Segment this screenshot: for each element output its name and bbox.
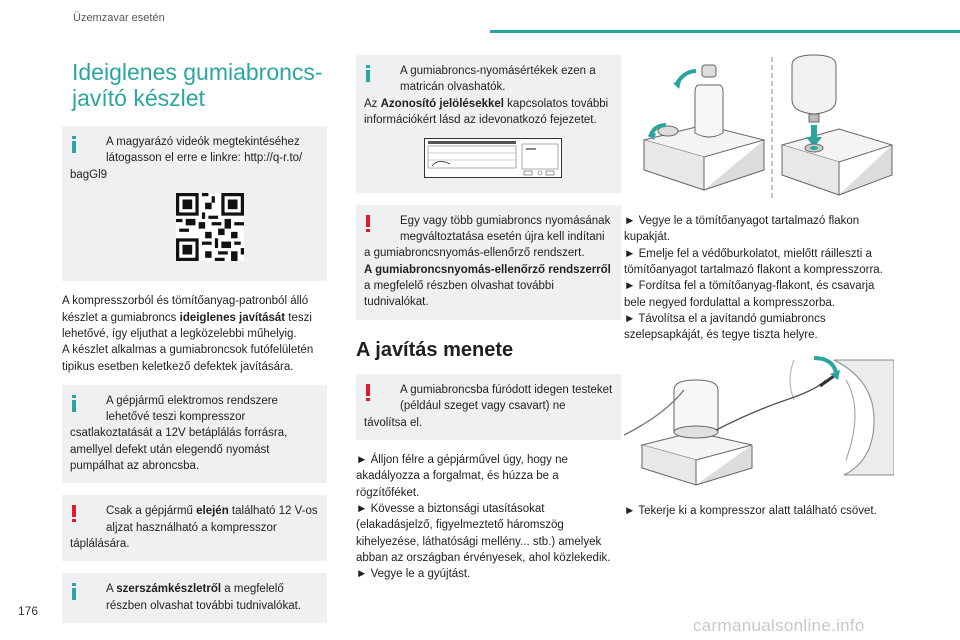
step-item: ► Kövesse a biztonsági utasításokat (ela… (356, 502, 611, 564)
info-icon (72, 394, 76, 412)
warning-text: A gumiabroncsba fúródott idegen testeket… (400, 384, 613, 413)
column-2: A gumiabroncs-nyomásértékek ezen a matri… (356, 55, 621, 583)
info-box-video: A magyarázó videók megtekintéséhez látog… (62, 125, 327, 282)
column-1: Ideiglenes gumiabroncs-javító készlet A … (62, 55, 327, 635)
bottle-steps: ► Vegye le a tömítőanyagot tartalmazó fl… (624, 213, 894, 344)
info-box-electrical: A gépjármű elektromos rendszere lehetővé… (62, 384, 327, 484)
step-item: ► Álljon félre a gépjárművel úgy, hogy n… (356, 453, 568, 499)
page-title: Ideiglenes gumiabroncs-javító készlet (72, 59, 323, 112)
info-icon (72, 583, 76, 601)
section-heading: A javítás menete (356, 338, 514, 361)
warning-text-cont: a gumiabroncsnyomás-ellenőrző rendszert. (364, 247, 585, 260)
info-text: A gumiabroncs-nyomásértékek ezen a matri… (400, 65, 596, 94)
header-accent-bar (490, 30, 960, 33)
compressor-hose-illustration (624, 355, 894, 486)
step-item: ► Távolítsa el a javítandó gumiabroncs s… (624, 312, 826, 342)
step-item: ► Vegye le a gyújtást. (356, 568, 471, 581)
info-box-pressure-label: A gumiabroncs-nyomásértékek ezen a matri… (356, 55, 621, 193)
header-section-title: Üzemzavar esetén (73, 12, 165, 24)
warning-box-foreign-object: A gumiabroncsba fúródott idegen testeket… (356, 374, 621, 440)
warning-text: Csak a gépjármű elején található 12 V-os… (106, 505, 318, 534)
info-box-toolkit: A szerszámkészletről a megfelelő részben… (62, 573, 327, 624)
qr-code[interactable] (176, 192, 244, 261)
warning-box-socket: Csak a gépjármű elején található 12 V-os… (62, 495, 327, 562)
step-item: ► Fordítsa fel a tömítőanyag-flakont, és… (624, 280, 875, 309)
warning-text-cont: távolítsa el. (364, 416, 423, 429)
warning-text-cont: táplálására. (70, 538, 130, 551)
sealant-bottle-illustration (642, 54, 894, 200)
step-item: ► Tekerje ki a kompresszor alatt találha… (624, 504, 877, 517)
step-item: ► Emelje fel a védőburkolatot, mielőtt r… (624, 247, 883, 276)
tyre-pressure-label (424, 138, 562, 179)
hose-step: ► Tekerje ki a kompresszor alatt találha… (624, 503, 894, 519)
warning-text-ref: A gumiabroncsnyomás-ellenőrző rendszerrő… (364, 263, 611, 309)
info-icon (72, 135, 76, 153)
info-text: A gépjármű elektromos rendszere lehetővé… (106, 394, 278, 424)
info-text-link-end[interactable]: bagGl9 (70, 168, 108, 181)
warning-icon (366, 384, 370, 401)
warning-text: Egy vagy több gumiabroncs nyomásának meg… (400, 214, 611, 243)
watermark: carmanualsonline.info (693, 616, 865, 635)
info-icon (366, 65, 370, 82)
warning-box-pressure-reset: Egy vagy több gumiabroncs nyomásának meg… (356, 204, 621, 320)
info-text: A szerszámkészletről a megfelelő részben… (106, 583, 301, 612)
info-text: A magyarázó videók megtekintéséhez látog… (106, 135, 303, 165)
page-number: 176 (18, 604, 39, 618)
intro-paragraph: A kompresszorból és tömítőanyag-patronbó… (62, 295, 312, 340)
usage-paragraph: A készlet alkalmas a gumiabroncsok futóf… (62, 344, 314, 373)
repair-steps: ► Álljon félre a gépjárművel úgy, hogy n… (356, 452, 621, 583)
column-3: ► Vegye le a tömítőanyagot tartalmazó fl… (624, 45, 894, 519)
warning-icon (72, 505, 76, 523)
info-text-cont: csatlakoztatását a 12V betáplálás forrás… (70, 427, 288, 473)
info-text-cont: Az Azonosító jelölésekkel kapcsolatos to… (364, 97, 609, 126)
step-item: ► Vegye le a tömítőanyagot tartalmazó fl… (624, 215, 860, 244)
warning-icon (366, 214, 370, 232)
